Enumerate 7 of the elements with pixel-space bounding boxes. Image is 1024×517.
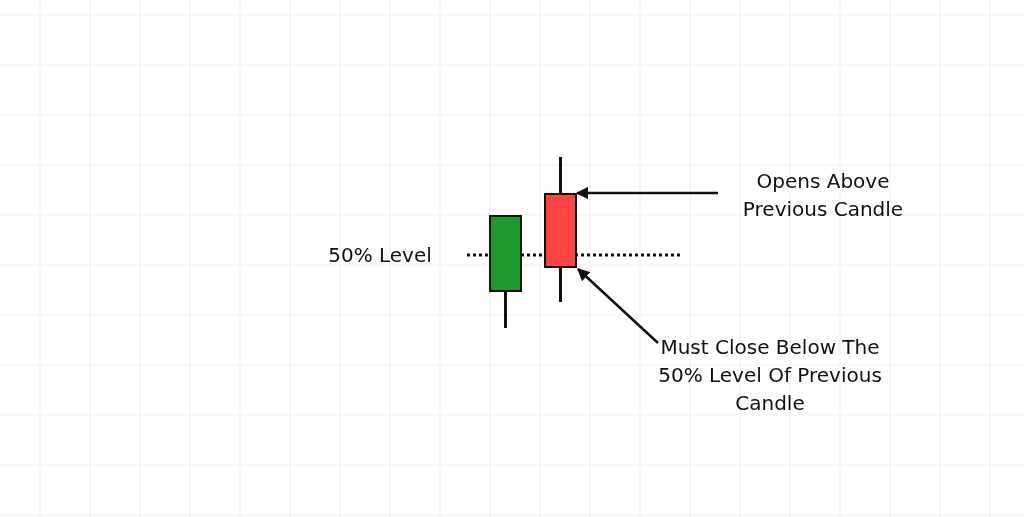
arrow xyxy=(575,186,718,200)
annotation-text: Opens Above Previous Candle xyxy=(718,167,928,223)
level-label: 50% Level xyxy=(327,242,433,269)
candlestick xyxy=(544,157,577,302)
annotation-text: Must Close Below The 50% Level Of Previous Candle xyxy=(658,333,882,417)
candlestick xyxy=(489,215,522,328)
arrow xyxy=(577,268,659,344)
